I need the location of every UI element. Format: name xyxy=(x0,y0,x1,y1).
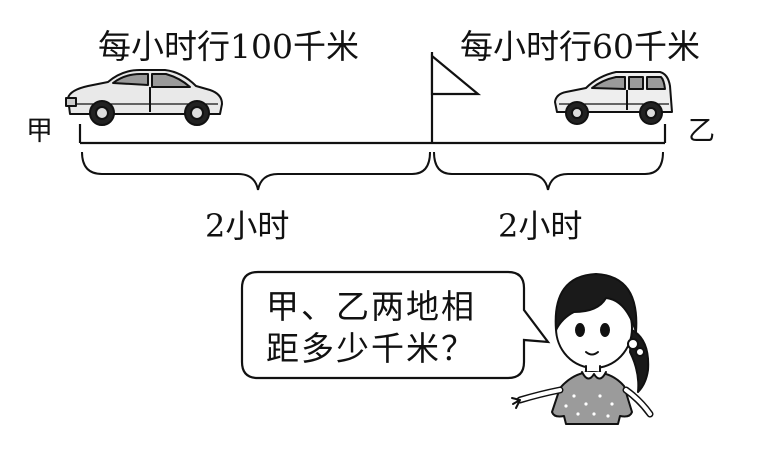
left-brace xyxy=(82,152,430,190)
question-line-1: 甲、乙两地相 xyxy=(266,286,516,328)
road-line xyxy=(80,124,665,143)
place-b-label: 乙 xyxy=(688,118,715,145)
place-a-label: 甲 xyxy=(26,118,53,145)
left-car-speed-label: 每小时行100千米 xyxy=(98,30,359,63)
sedan-car-icon xyxy=(66,70,222,125)
question-text: 甲、乙两地相 距多少千米？ xyxy=(266,286,516,370)
question-line-2: 距多少千米？ xyxy=(266,328,516,370)
right-car-speed-label: 每小时行60千米 xyxy=(460,30,700,63)
girl-figure xyxy=(512,274,650,424)
hatchback-car-icon xyxy=(555,72,672,124)
right-brace xyxy=(434,152,663,190)
right-time-label: 2小时 xyxy=(498,210,582,242)
left-time-label: 2小时 xyxy=(205,210,289,242)
